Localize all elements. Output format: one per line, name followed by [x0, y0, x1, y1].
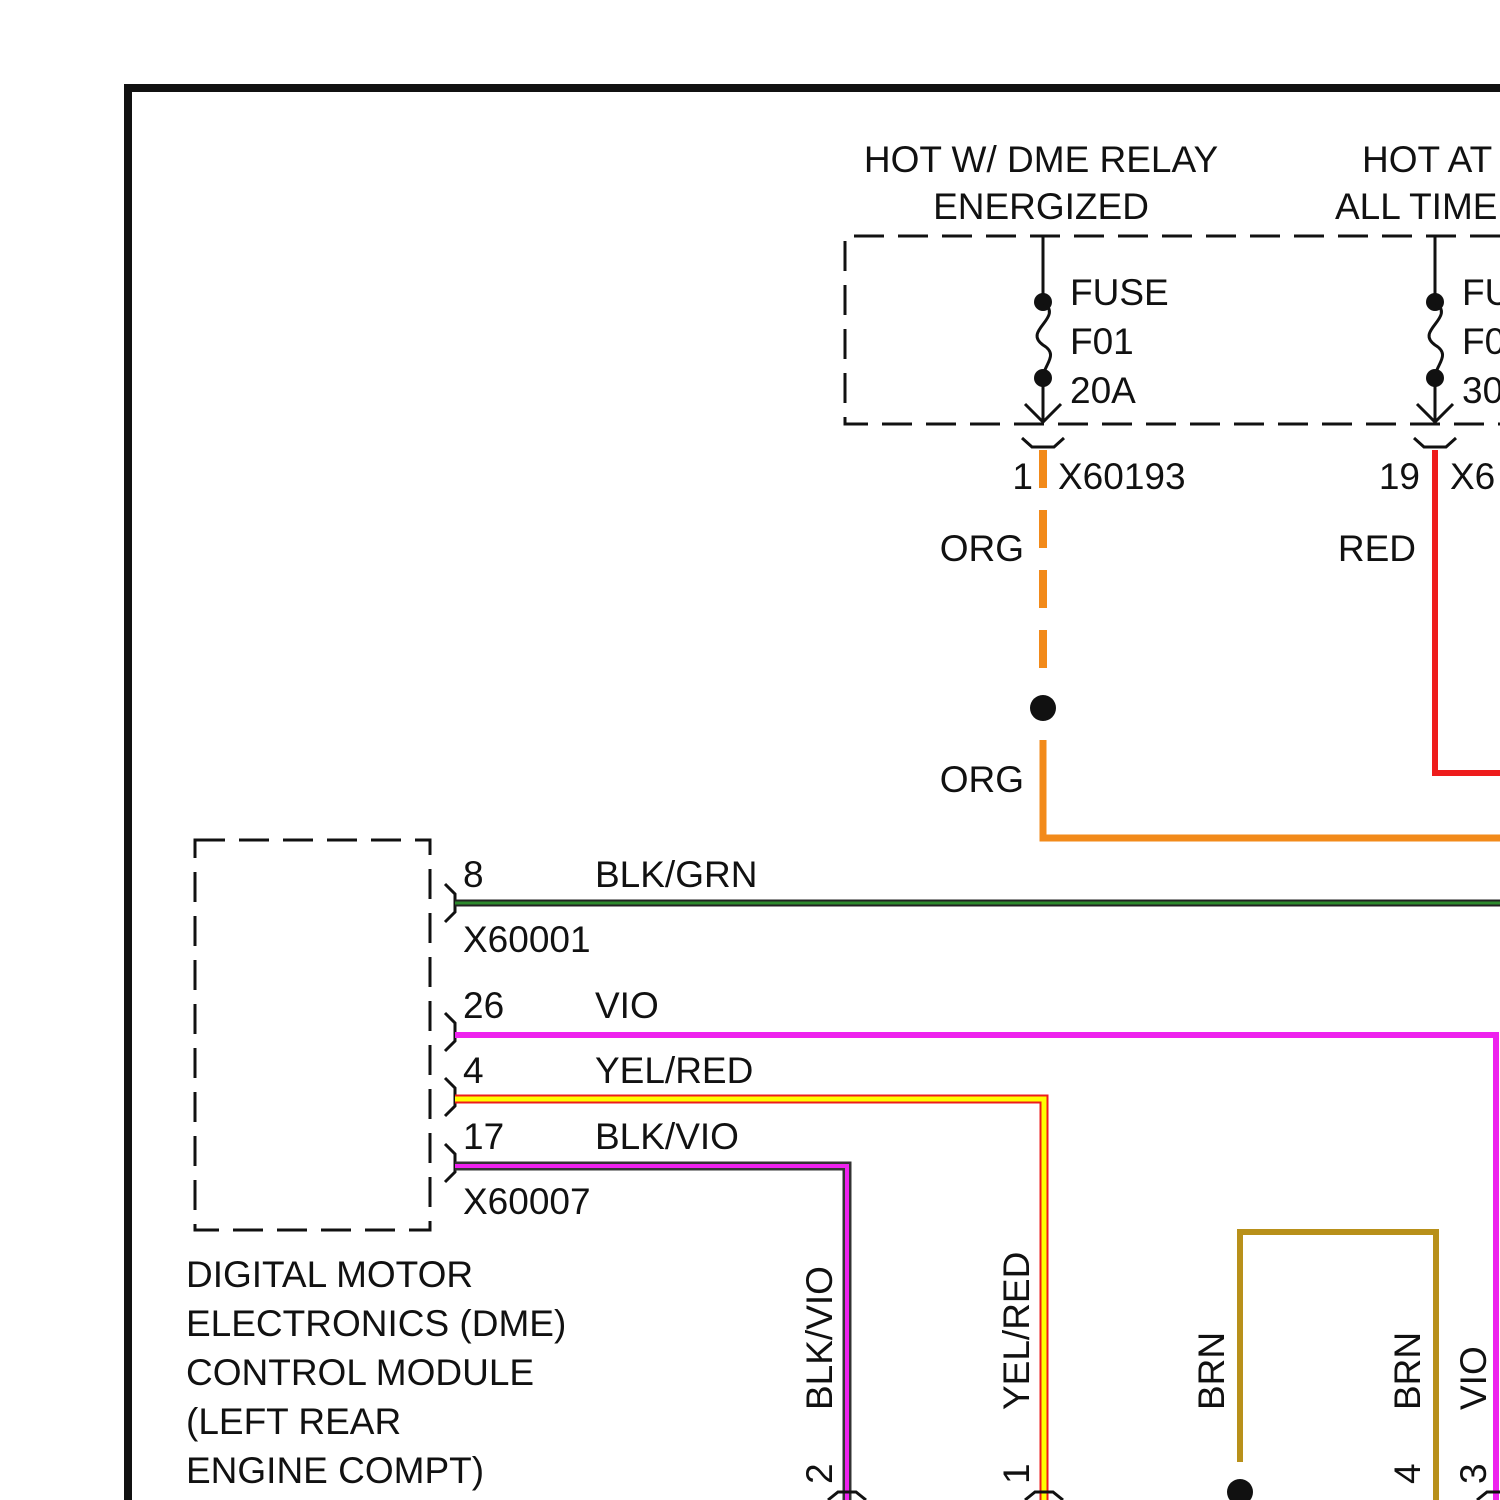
- fuse-f02-rating: 30: [1462, 370, 1500, 411]
- fuse-box-outline: [845, 236, 1500, 424]
- connector-x6-label: X6: [1450, 456, 1495, 497]
- wire-blk-grn-label: BLK/GRN: [595, 854, 757, 895]
- vertical-brn-a-label: BRN: [1191, 1332, 1232, 1410]
- module-name-line1: DIGITAL MOTOR: [186, 1254, 473, 1295]
- wire-org: [1043, 740, 1500, 838]
- wire-yel-red-label: YEL/RED: [595, 1050, 753, 1091]
- dme-pin-26-label: 26: [463, 985, 504, 1026]
- dme-pin-4-label: 4: [463, 1050, 484, 1091]
- wire-blk-vio-label: BLK/VIO: [595, 1116, 739, 1157]
- dme-pin-26-icon: [445, 1013, 455, 1051]
- dme-pin-8-icon: [445, 884, 455, 922]
- connector-x60193-pin-icon: [1022, 438, 1064, 447]
- supply-dme-relay-line1: HOT W/ DME RELAY: [864, 139, 1218, 180]
- wire-vio-label: VIO: [595, 985, 659, 1026]
- splice-brn: [1227, 1479, 1253, 1500]
- pin-1-label: 1: [1012, 456, 1033, 497]
- vertical-vio-label: VIO: [1453, 1346, 1494, 1410]
- splice-org: [1030, 695, 1056, 721]
- fuse-f01-element: [1037, 302, 1051, 378]
- module-name-line3: CONTROL MODULE: [186, 1352, 534, 1393]
- vertical-pin-1-label: 1: [996, 1463, 1037, 1484]
- dme-pin-17-label: 17: [463, 1116, 504, 1157]
- fuse-f02: [1414, 236, 1456, 447]
- supply-all-times-line1: HOT AT: [1362, 139, 1492, 180]
- fuse-f01: [1022, 236, 1064, 447]
- connector-x60193-label: X60193: [1058, 456, 1186, 497]
- wire-org-upper-label: ORG: [940, 528, 1024, 569]
- wire-yel-red: [455, 1099, 1044, 1500]
- vertical-blk-vio-label: BLK/VIO: [799, 1266, 840, 1410]
- fuse-f02-id: F0: [1462, 321, 1500, 362]
- dme-pin-8-label: 8: [463, 854, 484, 895]
- wire-org-lower-label: ORG: [940, 759, 1024, 800]
- fuse-f02-name: FU: [1462, 272, 1500, 313]
- connector-x60007-label: X60007: [463, 1181, 591, 1222]
- vertical-pin-3-label: 3: [1453, 1463, 1494, 1484]
- pin-19-label: 19: [1379, 456, 1420, 497]
- module-name-line4: (LEFT REAR: [186, 1401, 401, 1442]
- module-name-line2: ELECTRONICS (DME): [186, 1303, 566, 1344]
- vertical-brn-b-label: BRN: [1387, 1332, 1428, 1410]
- wire-red: [1435, 450, 1500, 773]
- fuse-f01-name: FUSE: [1070, 272, 1169, 313]
- module-name-line5: ENGINE COMPT): [186, 1450, 484, 1491]
- wire-vio: [455, 1035, 1496, 1500]
- wire-red-label: RED: [1338, 528, 1416, 569]
- connector-x6-pin-icon: [1414, 438, 1456, 447]
- supply-all-times-line2: ALL TIME: [1335, 186, 1497, 227]
- vertical-yel-red-label: YEL/RED: [996, 1252, 1037, 1410]
- fuse-f01-id: F01: [1070, 321, 1134, 362]
- vertical-pin-4-label: 4: [1387, 1463, 1428, 1484]
- vertical-pin-2-label: 2: [799, 1463, 840, 1484]
- dme-pin-17-icon: [445, 1144, 455, 1182]
- dme-pin-4-icon: [445, 1078, 455, 1116]
- dme-module-outline: [195, 840, 430, 1230]
- fuse-f02-element: [1429, 302, 1443, 378]
- supply-dme-relay-line2: ENERGIZED: [933, 186, 1149, 227]
- fuse-f01-rating: 20A: [1070, 370, 1136, 411]
- connector-x60001-label: X60001: [463, 919, 591, 960]
